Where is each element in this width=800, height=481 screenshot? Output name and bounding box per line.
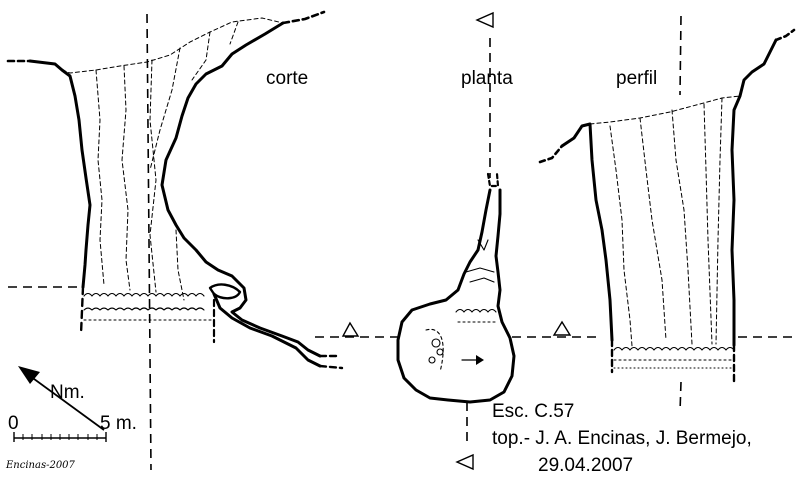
section-marker-right [552,320,572,336]
scale-start-label: 0 [8,413,19,434]
section-view [6,10,344,370]
scale-bar [13,432,107,442]
signature: Encinas-2007 [6,460,75,471]
section-marker-bottom [455,453,474,471]
profile-left-wall [560,122,614,342]
profile-right-wall [730,38,778,347]
section-marker-left [341,321,360,337]
scale-end-label: 5 m. [100,413,137,434]
section-markers [341,11,572,471]
north-arrow [18,366,105,431]
section-marker-top [475,11,494,29]
section-right-wall [160,21,322,358]
section-view-label: corte [266,68,309,89]
north-label: Nm. [50,382,85,403]
plan-view [396,172,516,404]
survey-date: 29.04.2007 [538,455,634,476]
surveyors: top.- J. A. Encinas, J. Bermejo, [492,428,752,449]
section-left-wall [28,59,92,289]
section-rubble [83,292,213,321]
profile-view [538,28,796,386]
plan-outline [396,188,516,404]
reference-lines [8,13,792,471]
profile-view-label: perfil [616,68,658,89]
plan-view-label: planta [461,68,513,89]
scale-ratio: Esc. C.57 [492,401,575,422]
